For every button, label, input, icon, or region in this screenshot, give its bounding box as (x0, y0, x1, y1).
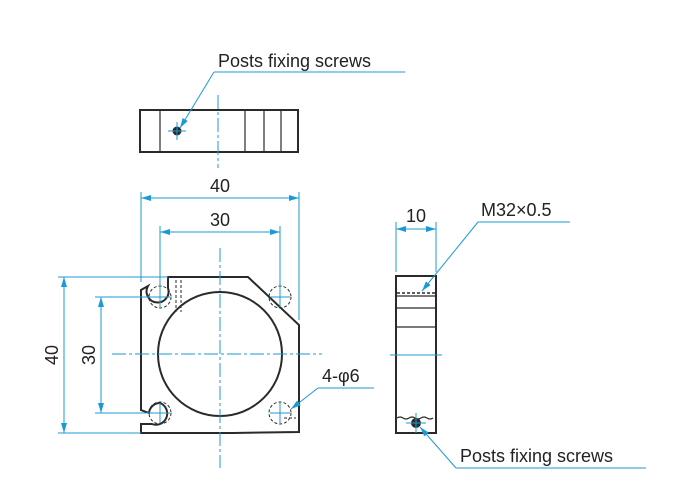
posts-fixing-screws-label-top: Posts fixing screws (218, 51, 371, 71)
holes-label: 4-φ6 (322, 366, 360, 386)
screw-icon (406, 413, 426, 433)
top-view: Posts fixing screws (139, 51, 405, 168)
thread-label: M32×0.5 (481, 200, 552, 220)
dim-height-outer: 40 (42, 345, 62, 365)
side-view: 10 M32×0.5 Posts fixing screws (390, 200, 646, 469)
dim-thickness: 10 (406, 206, 426, 226)
dim-width-outer: 40 (210, 176, 230, 196)
dim-height-holes: 30 (79, 345, 99, 365)
posts-fixing-screws-label-side: Posts fixing screws (460, 446, 613, 466)
front-view: 40 30 40 30 4-φ6 (42, 176, 374, 468)
dim-width-holes: 30 (210, 210, 230, 230)
screw-icon (168, 122, 186, 140)
